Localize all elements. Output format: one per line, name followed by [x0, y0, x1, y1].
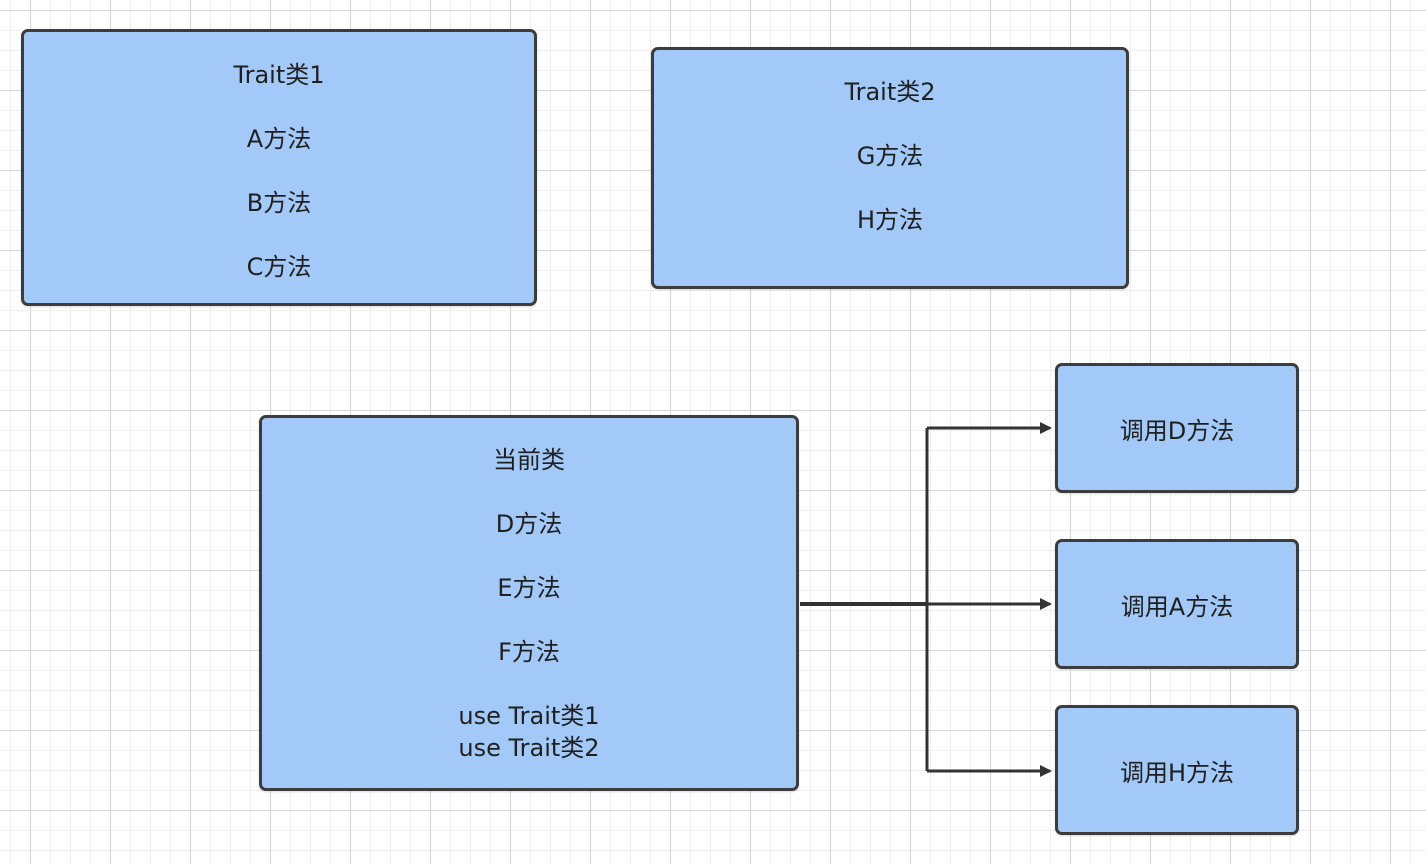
trait1-title: Trait类1 [233, 61, 325, 89]
current-class-node[interactable]: 当前类 D方法 E方法 F方法 use Trait类1 use Trait类2 [259, 415, 799, 791]
current-class-title: 当前类 [493, 446, 565, 474]
trait2-title: Trait类2 [844, 78, 936, 106]
call-d-label: 调用D方法 [1119, 416, 1235, 445]
trait2-node[interactable]: Trait类2 G方法 H方法 [651, 47, 1129, 289]
call-d-node[interactable]: 调用D方法 [1055, 363, 1299, 493]
call-h-label: 调用H方法 [1119, 758, 1235, 787]
current-class-method-d: D方法 [495, 510, 563, 538]
call-a-label: 调用A方法 [1120, 592, 1234, 621]
trait2-method-g: G方法 [856, 142, 924, 170]
trait1-method-b: B方法 [246, 189, 312, 217]
current-class-use-trait1: use Trait类1 [458, 702, 600, 730]
trait1-node[interactable]: Trait类1 A方法 B方法 C方法 [21, 29, 537, 306]
call-a-node[interactable]: 调用A方法 [1055, 539, 1299, 669]
call-h-node[interactable]: 调用H方法 [1055, 705, 1299, 835]
current-class-method-e: E方法 [497, 574, 561, 602]
current-class-use-trait2: use Trait类2 [458, 734, 600, 762]
trait2-method-h: H方法 [856, 206, 924, 234]
trait1-method-a: A方法 [246, 125, 312, 153]
current-class-method-f: F方法 [498, 638, 560, 666]
trait1-method-c: C方法 [246, 253, 312, 281]
